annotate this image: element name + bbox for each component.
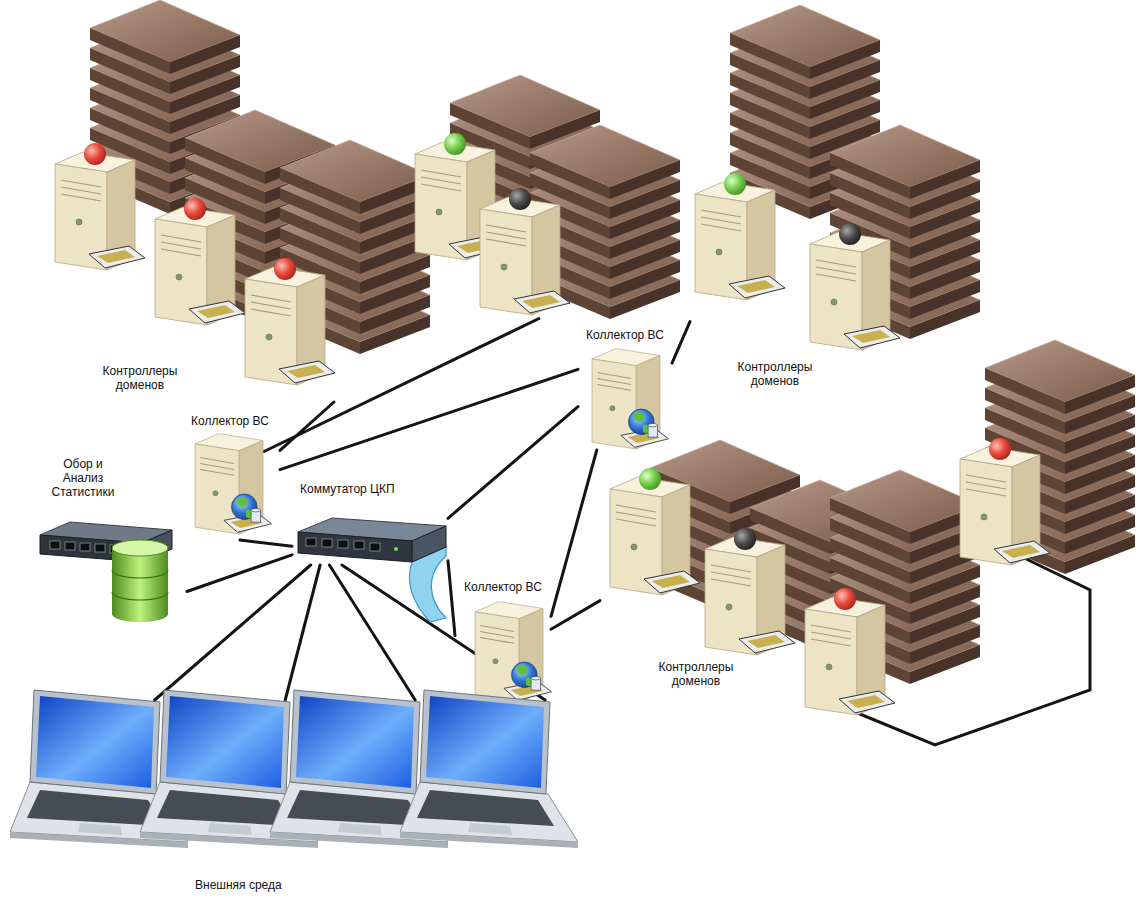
stats-server-icon (112, 540, 168, 556)
network-link (672, 322, 690, 364)
stats-server-icon (112, 548, 168, 614)
status-ball (834, 588, 856, 610)
network-switch-icon (338, 540, 348, 548)
node-label: Коллектор ВС (584, 328, 666, 342)
network-link (551, 601, 600, 630)
status-ball (84, 143, 106, 165)
network-switch: Коммутатор ЦКП (292, 480, 448, 565)
status-ball (989, 438, 1011, 460)
network-switch-icon (370, 543, 380, 551)
network-switch-icon (298, 532, 412, 562)
network-wire (263, 318, 1090, 745)
status-ball (724, 173, 746, 195)
network-switch-icon (354, 541, 364, 549)
network-switch-icon (298, 518, 446, 622)
stats-server-icon (50, 541, 60, 549)
stats-server-icon (95, 544, 105, 552)
network-link (187, 555, 292, 592)
network-switch-icon (394, 547, 398, 551)
stats-server-icon (80, 543, 90, 551)
stats-server-icon (112, 570, 168, 600)
collector-server: Коллектор ВС (578, 326, 672, 450)
stats-server-icon (112, 606, 168, 622)
network-link (280, 369, 578, 469)
node-label: Контроллеры доменов (730, 360, 820, 388)
network-link (448, 407, 578, 519)
node-label: Контроллеры доменов (646, 660, 746, 688)
stats-server-icon (65, 542, 75, 550)
node-label: Коммутатор ЦКП (298, 482, 397, 496)
status-ball (444, 133, 466, 155)
node-label: Внешняя среда (193, 878, 284, 892)
collector-server (195, 434, 272, 534)
stats-server-icon (40, 522, 172, 622)
laptop-group (10, 690, 578, 848)
server-cluster: Контроллеры доменов (50, 0, 450, 402)
tower-server (245, 267, 335, 385)
collector-server: Коллектор ВС (180, 412, 280, 540)
tower-server (810, 232, 900, 350)
collector-server (592, 349, 669, 449)
node-label: Контроллеры доменов (90, 364, 190, 392)
tower-server (610, 477, 700, 595)
tower-server (480, 197, 570, 315)
tower-server (695, 182, 785, 300)
server-cluster: Контроллеры доменов (600, 335, 1140, 750)
network-switch-icon (412, 526, 446, 562)
status-ball (839, 223, 861, 245)
node-label: Коллектор ВС (189, 414, 271, 428)
status-ball (734, 528, 756, 550)
network-switch-icon (306, 538, 316, 546)
server-cluster (415, 75, 680, 319)
tower-server (155, 207, 245, 325)
collector-server (475, 602, 552, 702)
server-cluster: Контроллеры доменов (690, 0, 1000, 402)
server-cluster (695, 5, 980, 350)
server-cluster (55, 0, 430, 385)
stats-server: Обор и Анализ Статистики (35, 455, 187, 630)
server-cluster (610, 340, 1135, 715)
status-ball (639, 468, 661, 490)
network-link (448, 561, 455, 636)
network-switch-icon (322, 539, 332, 547)
status-ball (509, 188, 531, 210)
network-link (551, 450, 597, 616)
network-link (240, 540, 292, 546)
status-ball (274, 258, 296, 280)
tower-server (55, 152, 145, 270)
node-label: Обор и Анализ Статистики (47, 457, 119, 499)
tower-server (705, 537, 795, 655)
node-label: Коллектор ВС (462, 580, 544, 594)
collector-server: Коллектор ВС (455, 578, 551, 706)
network-link (280, 402, 334, 450)
status-ball (184, 198, 206, 220)
tower-server (805, 597, 895, 715)
tower-server (960, 447, 1050, 565)
client-workstations: Внешняя среда (8, 700, 588, 898)
laptop (400, 690, 578, 848)
